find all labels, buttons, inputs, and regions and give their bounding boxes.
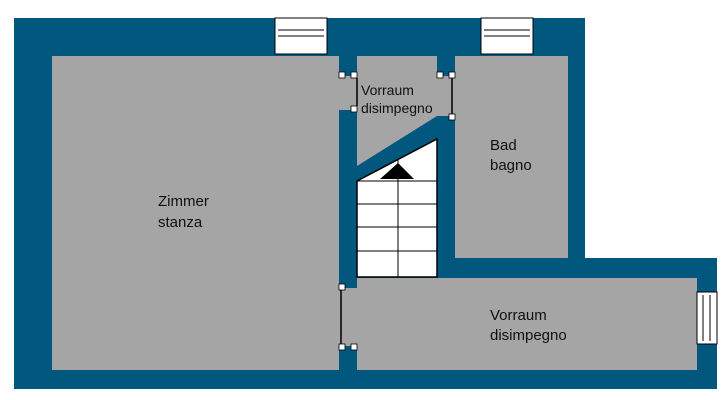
- staircase-icon: [356, 137, 438, 278]
- room-name-de: Vorraum: [490, 307, 547, 324]
- doorway-vorraum-top-bad: [435, 76, 457, 116]
- window-icon: [274, 17, 328, 55]
- room-bad: [455, 56, 568, 258]
- window-icon: [480, 17, 534, 55]
- doorway-zimmer-vorraum-top: [337, 76, 359, 110]
- room-name-de: Zimmer: [158, 193, 209, 210]
- room-zimmer: [52, 56, 339, 370]
- room-name-de: Vorraum: [361, 82, 414, 98]
- room-name-it: bagno: [490, 157, 532, 174]
- stair-arrow-icon: [380, 163, 414, 179]
- room-stair-landing: [357, 116, 437, 166]
- room-name-de: Bad: [490, 137, 517, 154]
- door-icon: [436, 71, 456, 121]
- room-name-it: disimpegno: [490, 327, 567, 344]
- room-label-vorraum-top: Vorraum disimpegno: [361, 82, 433, 116]
- room-label-bad: Bad bagno: [490, 137, 532, 174]
- doorway-zimmer-vorraum-bottom: [337, 288, 359, 346]
- room-name-it: stanza: [158, 214, 203, 231]
- room-label-zimmer: Zimmer stanza: [158, 193, 213, 231]
- room-name-it: disimpegno: [361, 100, 433, 116]
- room-vorraum-top: [357, 56, 437, 116]
- door-icon: [338, 71, 358, 113]
- door-icon: [338, 283, 358, 351]
- window-icon: [696, 291, 718, 345]
- room-vorraum-bottom: [357, 278, 697, 370]
- room-label-vorraum-bottom: Vorraum disimpegno: [490, 307, 567, 344]
